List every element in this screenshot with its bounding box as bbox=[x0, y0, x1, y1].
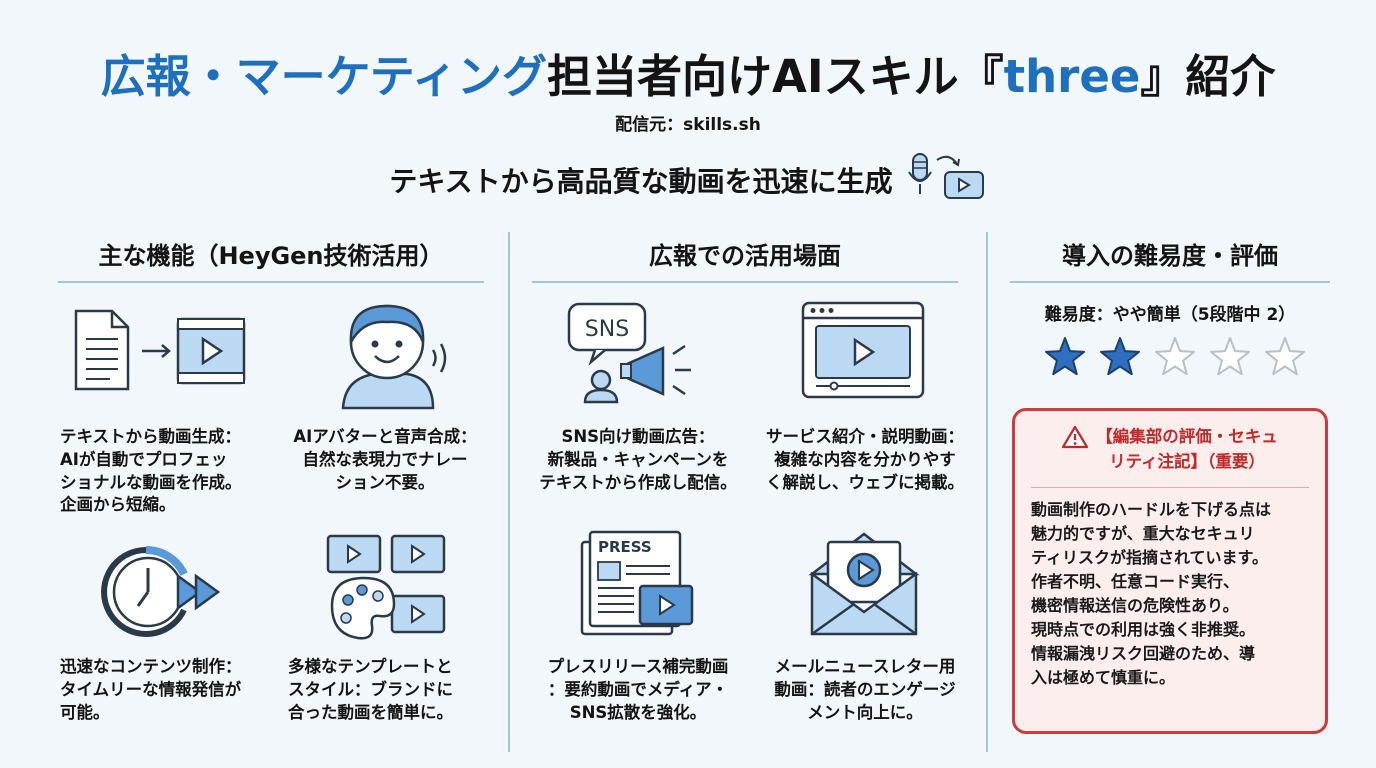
star-filled-icon bbox=[1044, 337, 1086, 376]
browser-video-icon bbox=[800, 300, 926, 404]
tagline: テキストから高品質な動画を迅速に生成 bbox=[0, 152, 1376, 208]
page-title: 広報・マーケティング担当者向けAIスキル『three』紹介 bbox=[0, 40, 1376, 105]
security-warning-box: 【編集部の評価・セキュ リティ注記】（重要） 動画制作のハードルを下げる点は 魅… bbox=[1012, 408, 1328, 734]
features-heading: 主な機能（HeyGen技術活用） bbox=[58, 236, 484, 283]
warning-divider bbox=[1031, 486, 1309, 488]
warning-title: 【編集部の評価・セキュ リティ注記】（重要） bbox=[1031, 425, 1309, 475]
usecase-sns-ads: SNS向け動画広告： 新製品・キャンペーンを テキストから作成し配信。 bbox=[539, 427, 737, 492]
star-empty-icon bbox=[1154, 337, 1196, 376]
column-divider bbox=[508, 232, 510, 752]
avatar-voice-icon bbox=[335, 298, 455, 414]
warning-triangle-icon bbox=[1062, 425, 1089, 457]
microphone-to-video-icon bbox=[907, 152, 987, 208]
press-release-icon: PRESS bbox=[578, 528, 698, 642]
title-highlight: 広報・マーケティング bbox=[100, 50, 548, 103]
sns-megaphone-icon: SNS bbox=[565, 298, 705, 412]
title-text: 担当者向けAIスキル『 bbox=[547, 50, 1004, 103]
feature-text-to-video: テキストから動画生成： AIが自動でプロフェッ ショナルな動画を作成。 企画から… bbox=[60, 427, 242, 515]
usecase-newsletter: メールニュースレター用 動画：読者のエンゲージ メント向上に。 bbox=[774, 657, 956, 722]
rating-stars bbox=[1043, 336, 1307, 380]
usecase-press-release: プレスリリース補完動画 ：要約動画でメディア・ SNS拡散を強化。 bbox=[547, 657, 729, 722]
star-filled-icon bbox=[1099, 337, 1141, 376]
feature-quick-production: 迅速なコンテンツ制作： タイムリーな情報発信が 可能。 bbox=[60, 657, 242, 722]
usecases-heading: 広報での活用場面 bbox=[532, 236, 958, 283]
email-video-icon bbox=[806, 528, 922, 644]
tagline-text: テキストから高品質な動画を迅速に生成 bbox=[389, 165, 893, 198]
difficulty-label: 難易度：やや簡単（5段階中 2） bbox=[1044, 305, 1296, 325]
usecase-service-intro: サービス紹介・説明動画： 複雑な内容を分かりやす く解説し、ウェブに掲載。 bbox=[766, 427, 964, 492]
star-empty-icon bbox=[1264, 337, 1306, 376]
clock-fast-forward-icon bbox=[100, 540, 230, 644]
svg-text:PRESS: PRESS bbox=[598, 538, 652, 556]
warning-body: 動画制作のハードルを下げる点は 魅力的ですが、重大なセキュリ ティリスクが指摘さ… bbox=[1031, 499, 1272, 687]
svg-text:SNS: SNS bbox=[585, 317, 629, 342]
column-divider bbox=[986, 232, 988, 752]
feature-avatar-voice: AIアバターと音声合成： 自然な表現力でナレー ション不要。 bbox=[293, 427, 477, 492]
title-text-end: 』紹介 bbox=[1140, 50, 1276, 103]
star-empty-icon bbox=[1209, 337, 1251, 376]
source-label: 配信元：skills.sh bbox=[615, 115, 761, 135]
feature-templates: 多様なテンプレートと スタイル：ブランドに 合った動画を簡単に。 bbox=[288, 657, 453, 722]
text-to-video-icon bbox=[70, 305, 250, 399]
evaluation-heading: 導入の難易度・評価 bbox=[1010, 236, 1330, 283]
title-skill-name: three bbox=[1003, 50, 1141, 103]
templates-palette-icon bbox=[322, 530, 452, 649]
